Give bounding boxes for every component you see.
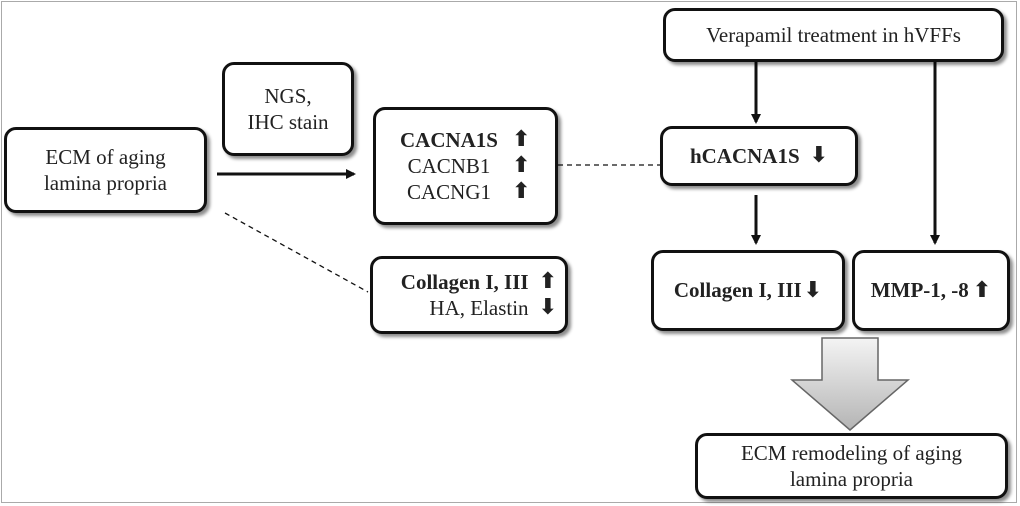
gene-row: CACNA1S ⬆ xyxy=(396,127,530,153)
remodel-line-2: lamina propria xyxy=(789,467,914,491)
up-arrow-icon: ⬆ xyxy=(512,153,531,178)
mmp-label: MMP-1, -8 xyxy=(870,278,969,303)
hcacna1s-label: hCACNA1S xyxy=(689,143,800,168)
matrix-label: HA, Elastin xyxy=(429,296,529,320)
ngs-line-2: IHC stain xyxy=(247,110,329,134)
gene-row: CACNG1 ⬆ xyxy=(396,179,530,205)
remodel-line-1: ECM remodeling of aging xyxy=(740,440,963,465)
hcacna1s-row: hCACNA1S ⬇ xyxy=(690,143,828,169)
ecm-remodeling-box: ECM remodeling of aging lamina propria xyxy=(695,433,1008,499)
up-arrow-icon: ⬆ xyxy=(512,179,531,205)
down-arrow-icon: ⬇ xyxy=(809,143,829,168)
up-arrow-icon: ⬆ xyxy=(972,277,992,303)
ngs-line-1: NGS, xyxy=(264,83,312,108)
up-arrow-icon: ⬆ xyxy=(538,268,557,294)
matrix-row: Collagen I, III ⬆ xyxy=(401,269,557,295)
genes-box: CACNA1S ⬆ CACNB1 ⬆ CACNG1 ⬆ xyxy=(373,107,558,225)
up-arrow-icon: ⬆ xyxy=(512,126,531,152)
collagen-down-row: Collagen I, III ⬇ xyxy=(674,277,822,303)
gene-label: CACNB1 xyxy=(407,153,491,178)
ecm-aging-box: ECM of aging lamina propria xyxy=(4,127,207,213)
collagen-down-box: Collagen I, III ⬇ xyxy=(651,250,845,331)
mmp-box: MMP-1, -8 ⬆ xyxy=(852,250,1010,331)
matrix-box: Collagen I, III ⬆ HA, Elastin ⬇ xyxy=(370,256,568,334)
gene-row: CACNB1 ⬆ xyxy=(396,153,531,179)
gene-label: CACNG1 xyxy=(406,180,491,205)
matrix-row: HA, Elastin ⬇ xyxy=(429,295,557,321)
ecm-aging-line-1: ECM of aging xyxy=(45,144,166,169)
down-arrow-icon: ⬇ xyxy=(803,277,823,303)
verapamil-box: Verapamil treatment in hVFFs xyxy=(663,8,1004,62)
ngs-ihc-box: NGS, IHC stain xyxy=(222,62,354,156)
gene-label: CACNA1S xyxy=(399,127,498,152)
big-down-arrow xyxy=(789,337,911,431)
dashed-ecm-to-matrix xyxy=(224,212,369,293)
down-arrow-icon: ⬇ xyxy=(538,295,557,321)
hcacna1s-box: hCACNA1S ⬇ xyxy=(660,126,858,186)
mmp-row: MMP-1, -8 ⬆ xyxy=(871,277,991,303)
verapamil-label: Verapamil treatment in hVFFs xyxy=(706,22,961,47)
ecm-aging-line-2: lamina propria xyxy=(43,171,168,195)
matrix-label: Collagen I, III xyxy=(400,269,529,294)
collagen-down-label: Collagen I, III xyxy=(673,278,802,303)
